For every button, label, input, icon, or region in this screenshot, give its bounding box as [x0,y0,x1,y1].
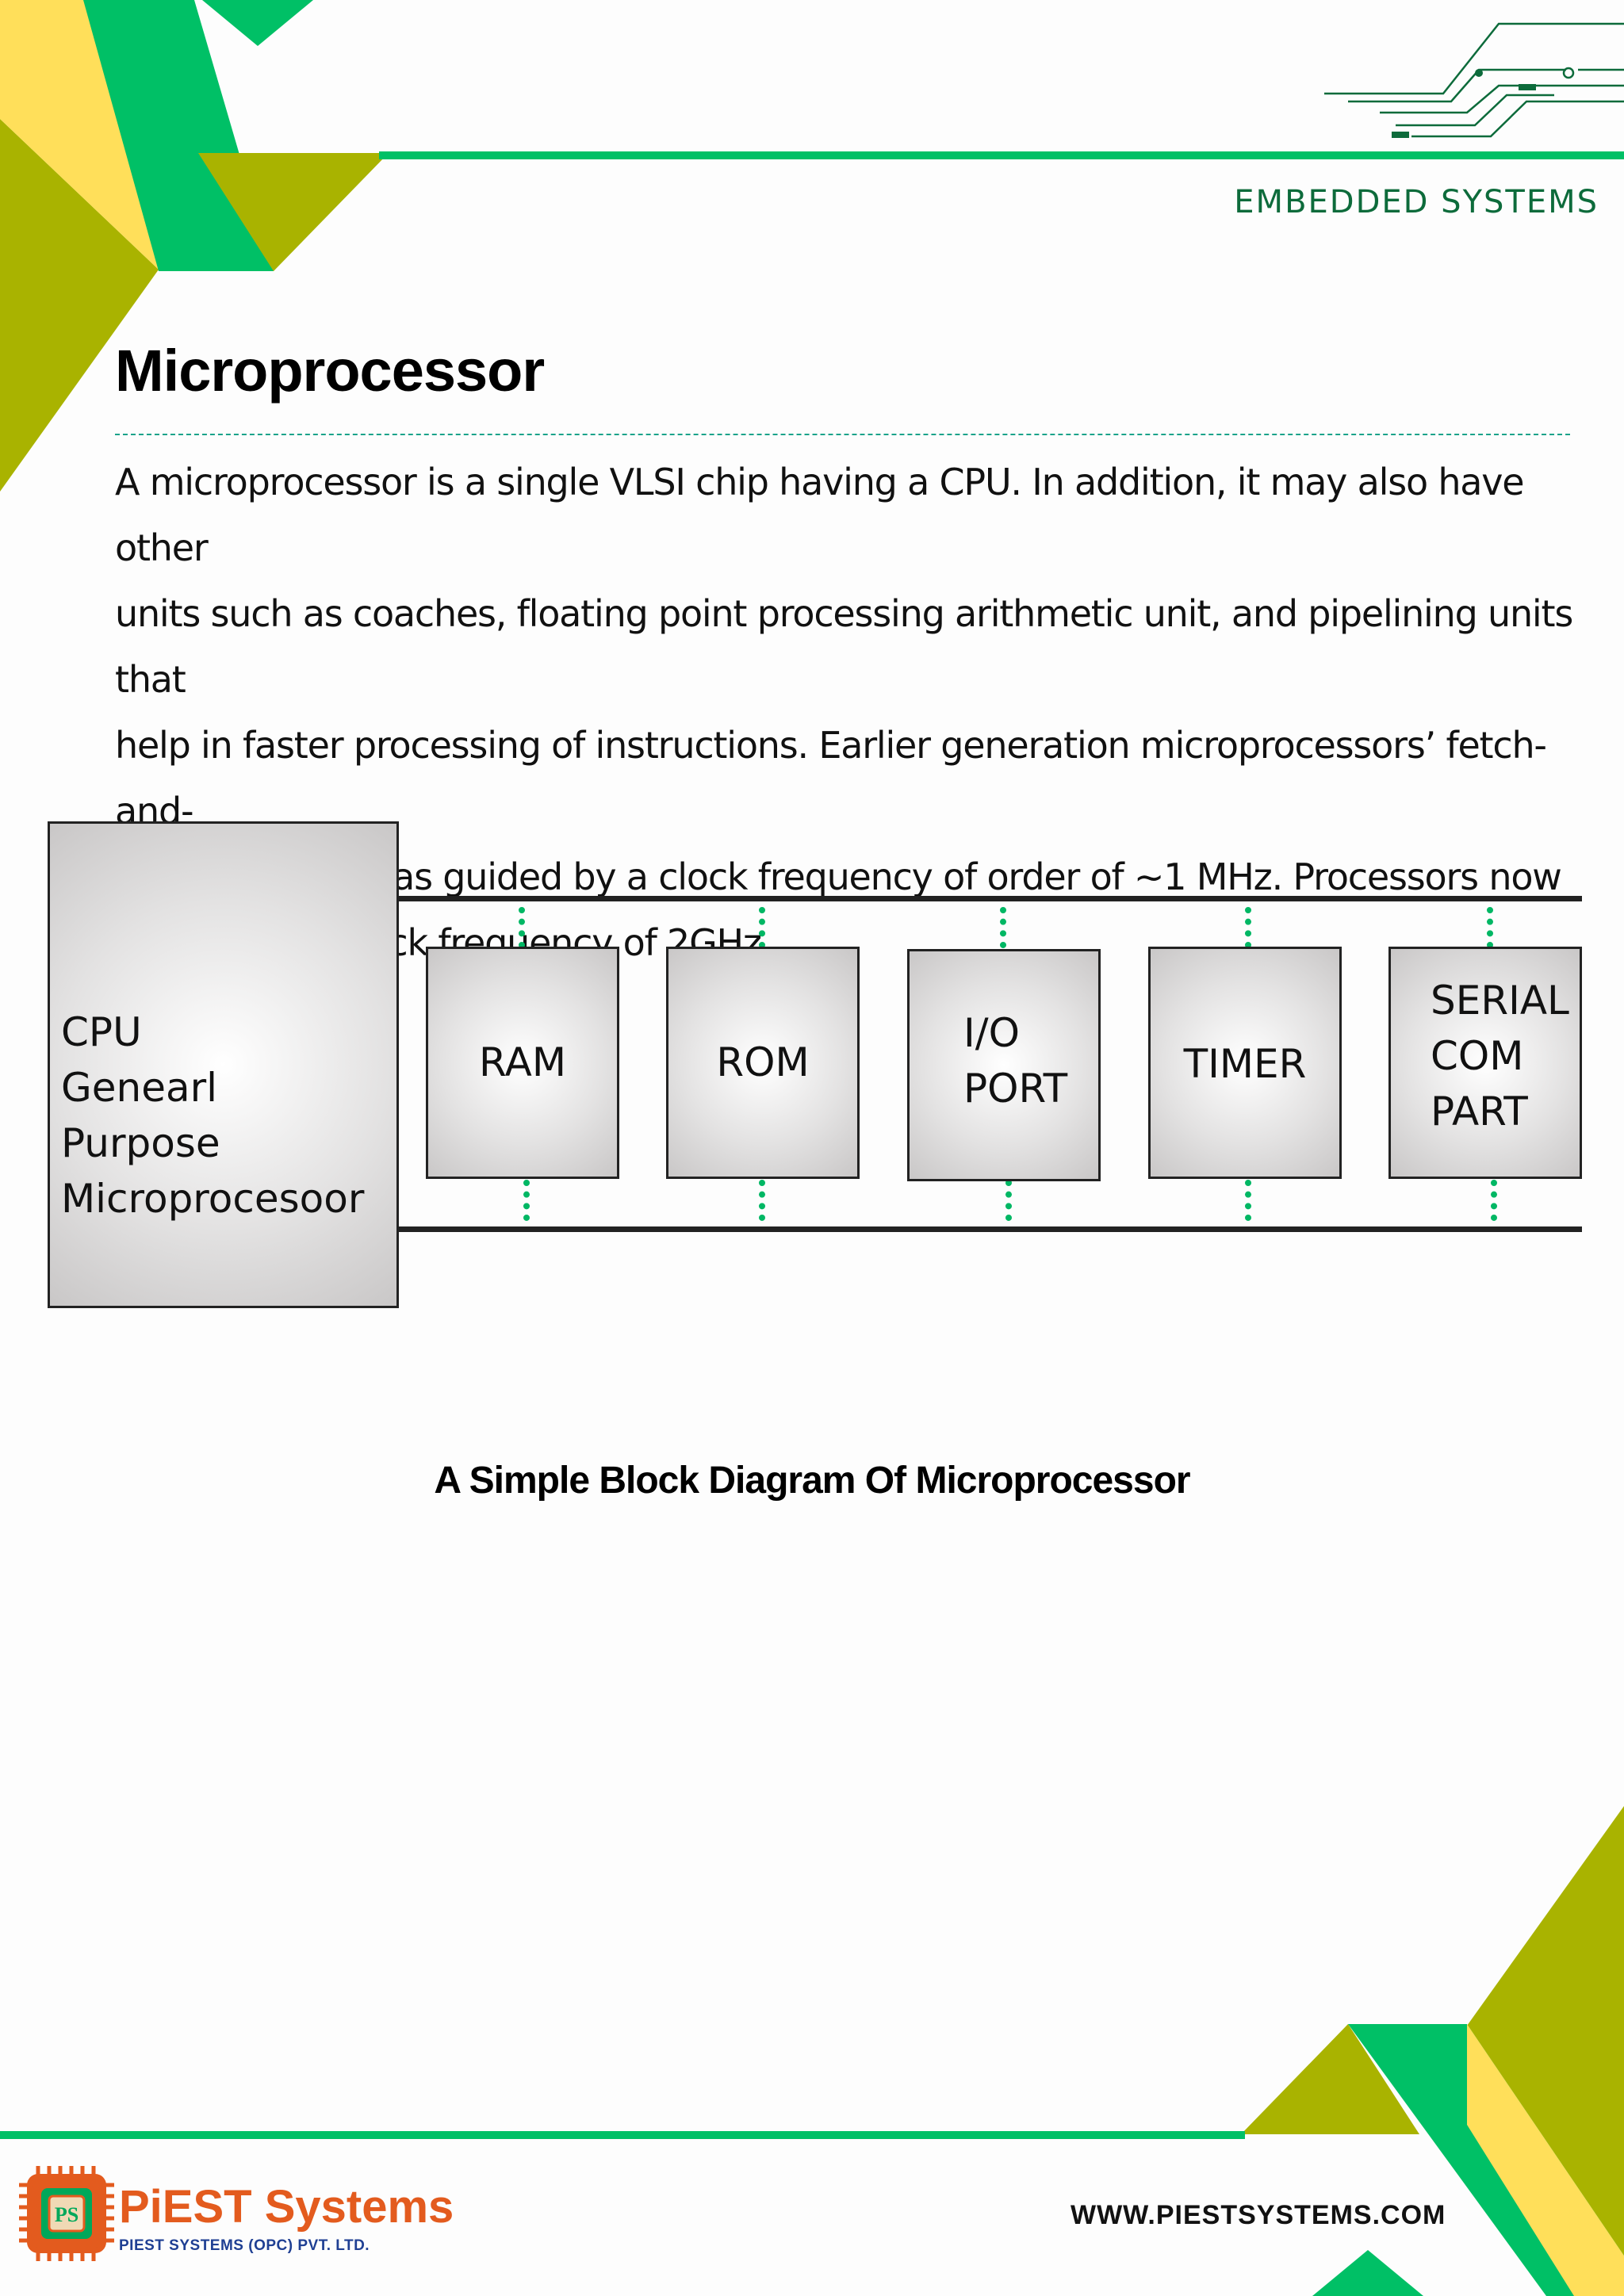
lower-bus-line [399,1226,1582,1232]
connector-serial-top [1487,907,1500,948]
io-port-label: I/O PORT [963,1010,1068,1112]
diagram-caption: A Simple Block Diagram Of Microprocessor [434,1460,1190,1502]
decor-yellow-strip [0,0,159,270]
decor-olive-large [1467,1806,1624,2291]
circuit-traces-icon [1324,22,1624,138]
paragraph-line: A microprocessor is a single VLSI chip h… [115,461,1525,569]
cpu-block: CPU Genearl Purpose Microprocesoor [48,821,399,1308]
decor-olive-wedge [198,153,389,271]
connector-rom-bottom [759,1180,772,1221]
page-title: Microprocessor [115,338,545,404]
decor-green-band [83,0,274,271]
header-green-line [379,151,1624,159]
connector-timer-bottom [1245,1180,1258,1221]
website-link[interactable]: WWW.PIESTSYSTEMS.COM [1071,2200,1446,2230]
io-port-block: I/O PORT [907,949,1101,1181]
rom-label: ROM [716,1039,810,1085]
paragraph-line: units such as coaches, floating point pr… [115,592,1573,701]
connector-timer-top [1245,907,1258,948]
decor-green-notch-bottom [1312,2250,1423,2296]
cpu-label: CPU Genearl Purpose Microprocesoor [61,1009,365,1222]
connector-rom-top [759,907,772,948]
piest-logo-icon [19,2166,114,2261]
connector-io-top [1000,907,1013,948]
connector-io-bottom [1005,1180,1018,1221]
brand-subtitle: PIEST SYSTEMS (OPC) PVT. LTD. [119,2237,370,2254]
decor-olive-triangle [0,0,159,492]
paragraph-line: help in faster processing of instruction… [115,724,1547,832]
serial-com-block: SERIAL COM PART [1388,947,1582,1179]
decor-yellow-bottom [1467,2024,1624,2296]
timer-label: TIMER [1183,1041,1307,1087]
timer-block: TIMER [1148,947,1342,1179]
logo-monogram: PS [55,2203,79,2226]
connector-serial-bottom [1491,1180,1503,1221]
rom-block: ROM [666,947,860,1179]
section-label: EMBEDDED SYSTEMS [1234,184,1599,220]
decor-green-notch [202,0,313,46]
connector-ram-top [519,907,531,948]
connector-ram-bottom [523,1180,536,1221]
decor-olive-small [1241,2024,1419,2134]
upper-bus-line [399,896,1582,901]
ram-block: RAM [426,947,619,1179]
title-divider [115,434,1570,435]
brand-name: PiEST Systems [119,2181,454,2233]
serial-com-label: SERIAL COM PART [1431,978,1569,1135]
footer-green-line [0,2131,1245,2139]
ram-label: RAM [478,1039,567,1085]
